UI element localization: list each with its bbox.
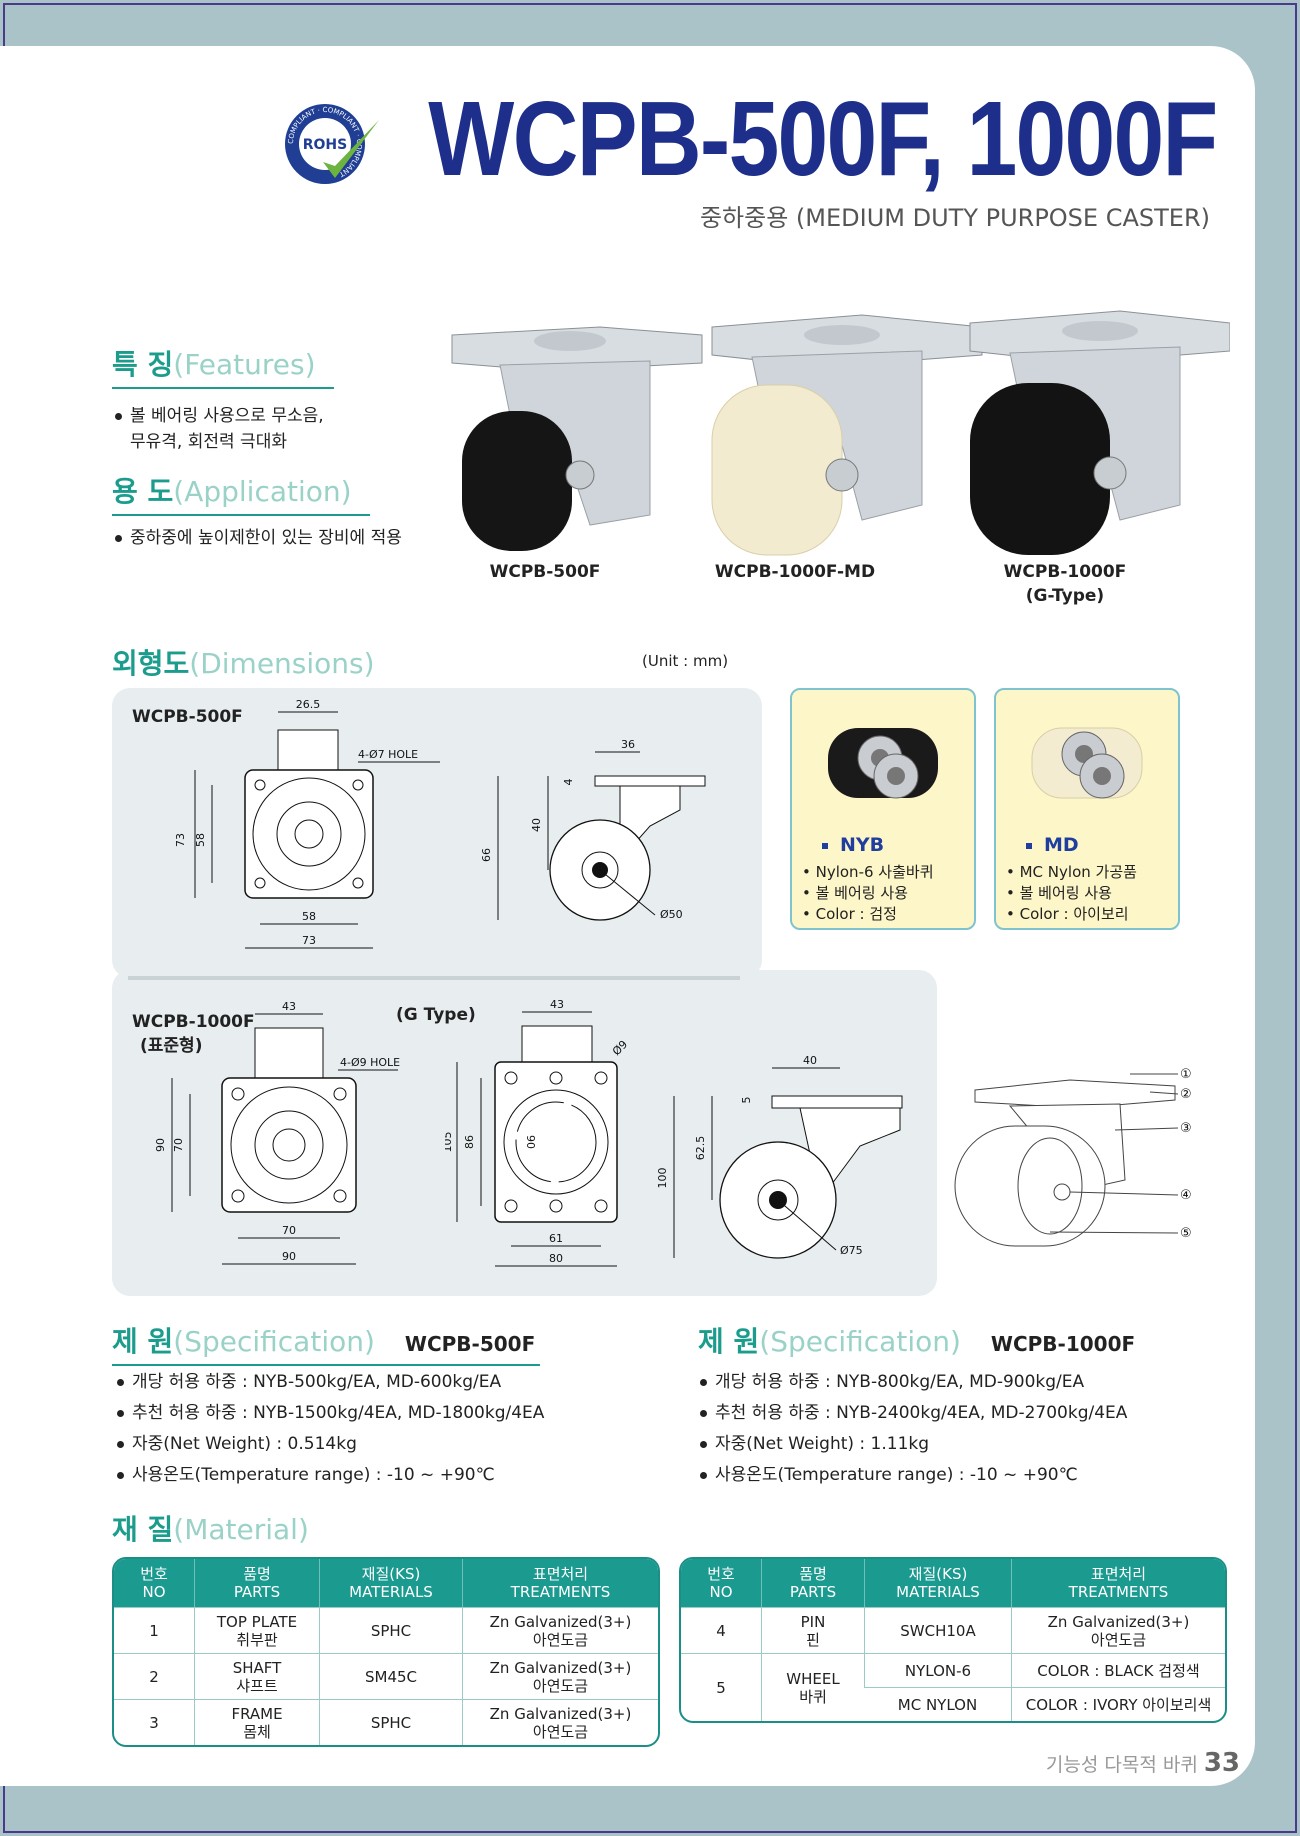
wheel-md-info: • MC Nylon 가공품• 볼 베어링 사용• Color : 아이보리 <box>1006 863 1137 923</box>
callout-2: ② <box>1180 1087 1192 1102</box>
material-heading: 재 질(Material) <box>112 1513 309 1546</box>
drawing-1000f-side: 40 5 62.5 100 Ø75 <box>656 1054 903 1259</box>
wheel-md-image <box>1031 727 1143 799</box>
spec-500-heading: 제 원(Specification)WCPB-500F <box>112 1320 540 1366</box>
drawing-1000f-top: 43 4-Ø9 HOLE 90 70 70 90 <box>154 1000 400 1265</box>
dim-1000-side-h: 62.5 <box>694 1136 707 1161</box>
caption-500f: WCPB-500F <box>489 562 601 582</box>
dim-500-top: 26.5 <box>296 698 321 711</box>
table-row: MC NYLON COLOR : IVORY 아이보리색 <box>681 1687 1225 1721</box>
panel-divider <box>128 976 740 980</box>
wheel-nyb-info: • Nylon-6 사출바퀴• 볼 베어링 사용• Color : 검정 <box>802 863 934 923</box>
dim-500-h-outer: 73 <box>174 833 187 847</box>
page-title: WCPB-500F, 1000F <box>427 80 1218 198</box>
dim-500-side-t: 4 <box>562 779 575 786</box>
caption-1000f-gtype: WCPB-1000F(G-Type) <box>1003 562 1127 606</box>
dim-1000-w-inner: 70 <box>282 1224 296 1237</box>
caster-1000f-gtype-image <box>969 310 1230 555</box>
features-heading: 특 징(Features) <box>112 343 334 389</box>
dim-1000-side-w: 40 <box>803 1054 817 1067</box>
dim-1000-side-t: 5 <box>740 1097 753 1104</box>
rohs-logo: COMPLIANT · COMPLIANT · COMPLIANT ROHS <box>285 104 379 184</box>
dim-500-side-w: 36 <box>621 738 635 751</box>
dim-g-top: 43 <box>550 998 564 1011</box>
dim-1000-wheel: Ø75 <box>840 1244 863 1257</box>
dim-g-w-outer: 80 <box>549 1252 563 1265</box>
callout-3: ③ <box>1180 1121 1192 1136</box>
dim-g-w-inner: 61 <box>549 1232 563 1245</box>
wheel-box-md: MD • MC Nylon 가공품• 볼 베어링 사용• Color : 아이보… <box>994 688 1180 930</box>
dim-500-side-h: 40 <box>530 818 543 832</box>
dim-g-ring: 90 <box>524 1135 537 1149</box>
dim-500-w-inner: 58 <box>302 910 316 923</box>
dim-1000-hole: 4-Ø9 HOLE <box>340 1056 400 1069</box>
dim-1000-h-inner: 70 <box>172 1138 185 1152</box>
application-text: 중하중에 높이제한이 있는 장비에 적용 <box>115 525 402 551</box>
dim-g-h-outer: 105 <box>445 1132 454 1153</box>
dim-500-w-outer: 73 <box>302 934 316 947</box>
product-photos <box>451 310 1230 556</box>
unit-label: (Unit : mm) <box>642 652 729 670</box>
spec-1000-list: 개당 허용 하중 : NYB-800kg/EA, MD-900kg/EA 추천 … <box>700 1367 1127 1491</box>
dim-model-1000f: WCPB-1000F(표준형) <box>132 1012 255 1056</box>
wheel-box-nyb: NYB • Nylon-6 사출바퀴• 볼 베어링 사용• Color : 검정 <box>790 688 976 930</box>
dimensions-panel-500f <box>112 688 762 978</box>
drawing-500f-side: 36 4 40 66 Ø50 <box>480 738 706 921</box>
dim-g-hole: Ø9 <box>610 1038 630 1058</box>
rohs-text: ROHS <box>303 137 347 153</box>
mat-head-materials: 재질(KS)MATERIALS <box>319 1559 462 1607</box>
caption-1000f-md: WCPB-1000F-MD <box>714 562 876 582</box>
features-text: 볼 베어링 사용으로 무소음, 무유격, 회전력 극대화 <box>115 403 324 455</box>
wheel-nyb-image <box>828 728 938 799</box>
caster-1000f-md-image <box>711 314 983 556</box>
dim-500-wheel: Ø50 <box>660 908 683 921</box>
dim-1000-h-outer: 90 <box>154 1138 167 1152</box>
dim-500-h-inner: 58 <box>194 833 207 847</box>
callout-5: ⑤ <box>1180 1226 1192 1241</box>
application-heading: 용 도(Application) <box>112 470 370 516</box>
spec-1000-heading: 제 원(Specification)WCPB-1000F <box>698 1325 1136 1358</box>
dim-1000-top: 43 <box>282 1000 296 1013</box>
dim-g-h-inner: 86 <box>463 1135 476 1149</box>
dim-1000-w-outer: 90 <box>282 1250 296 1263</box>
drawing-gtype-top: 43 Ø9 105 86 90 61 80 <box>445 998 630 1267</box>
callout-4: ④ <box>1180 1188 1192 1203</box>
dimensions-heading: 외형도(Dimensions) <box>112 647 375 680</box>
dim-model-500f: WCPB-500F <box>132 707 243 727</box>
page-subtitle: 중하중용 (MEDIUM DUTY PURPOSE CASTER) <box>699 204 1210 232</box>
dim-gtype-label: (G Type) <box>396 1005 476 1025</box>
dim-500-hole: 4-Ø7 HOLE <box>358 748 418 761</box>
wheel-md-name: MD <box>1026 834 1079 856</box>
spec-500-list: 개당 허용 하중 : NYB-500kg/EA, MD-600kg/EA 추천 … <box>117 1367 544 1491</box>
callout-1: ① <box>1180 1067 1192 1082</box>
dim-500-total-h: 66 <box>480 848 493 862</box>
page-number: 33 <box>1203 1748 1240 1778</box>
drawing-500f-top: 26.5 4-Ø7 HOLE 73 58 58 73 <box>174 698 440 949</box>
dim-1000-total-h: 100 <box>656 1168 669 1189</box>
wheel-nyb-name: NYB <box>822 834 884 856</box>
parts-callout-drawing: ① ② ③ ④ ⑤ <box>954 1067 1192 1247</box>
caster-500f-image <box>451 326 703 551</box>
